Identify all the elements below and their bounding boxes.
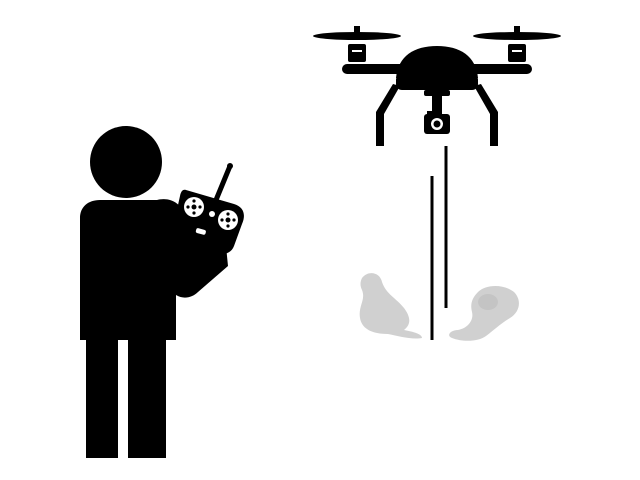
controller-switch bbox=[195, 228, 206, 235]
person-arm bbox=[148, 199, 228, 298]
remote-controller-icon bbox=[172, 163, 244, 255]
dust-cloud-right bbox=[449, 286, 519, 341]
person-operator-icon bbox=[80, 126, 228, 458]
person-body bbox=[80, 200, 176, 458]
descent-lines bbox=[430, 146, 448, 340]
camera-gimbal bbox=[424, 90, 450, 96]
drone-camera-icon bbox=[424, 111, 450, 134]
right-motor bbox=[508, 44, 526, 62]
person-head bbox=[90, 126, 162, 198]
left-landing-leg bbox=[376, 84, 400, 146]
drone-body bbox=[396, 46, 478, 78]
dust-cloud-left bbox=[359, 273, 422, 339]
quadcopter-drone-icon bbox=[313, 26, 561, 146]
dust-cloud-icon bbox=[359, 273, 519, 341]
left-motor bbox=[348, 44, 366, 62]
right-landing-leg bbox=[474, 84, 498, 146]
controller-button bbox=[209, 211, 215, 217]
controller-antenna-tip bbox=[227, 163, 233, 169]
controller-antenna bbox=[213, 163, 233, 203]
